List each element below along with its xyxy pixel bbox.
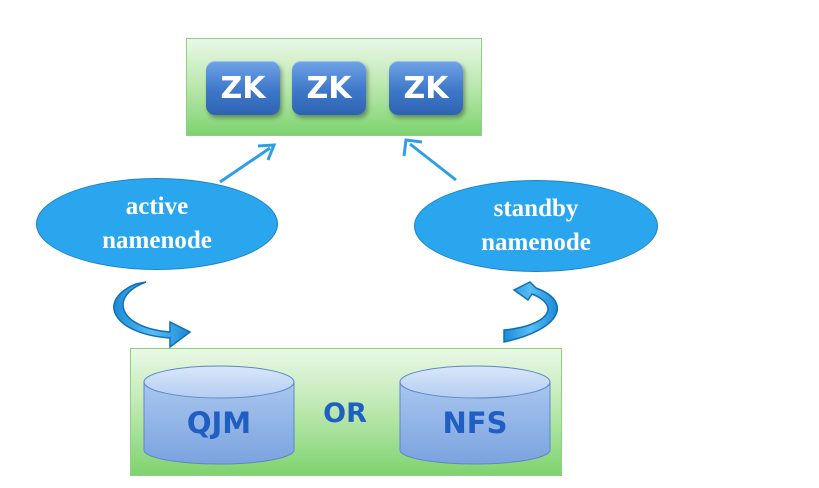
zk-node: ZK bbox=[389, 61, 463, 115]
qjm-cylinder-icon bbox=[143, 365, 295, 465]
active-to-zk-arrow bbox=[219, 143, 277, 184]
zk-node: ZK bbox=[292, 61, 366, 115]
active-namenode-line2: namenode bbox=[102, 227, 212, 254]
standby-namenode: standby namenode bbox=[414, 180, 658, 272]
standby-to-zk-arrow bbox=[402, 138, 457, 182]
qjm-label: QJM bbox=[186, 406, 252, 440]
active-namenode: active namenode bbox=[36, 178, 278, 270]
standby-namenode-line1: standby bbox=[493, 195, 579, 222]
standby-read-curved-arrow bbox=[503, 281, 558, 343]
nfs-label: NFS bbox=[442, 406, 508, 440]
standby-namenode-line2: namenode bbox=[481, 229, 591, 256]
zookeeper-panel: ZK ZK ZK bbox=[186, 38, 482, 136]
nfs-cylinder-icon bbox=[399, 365, 551, 465]
or-separator: OR bbox=[323, 398, 367, 429]
zk-node: ZK bbox=[206, 61, 280, 115]
active-namenode-line1: active bbox=[125, 193, 189, 220]
active-write-curved-arrow bbox=[113, 281, 192, 349]
